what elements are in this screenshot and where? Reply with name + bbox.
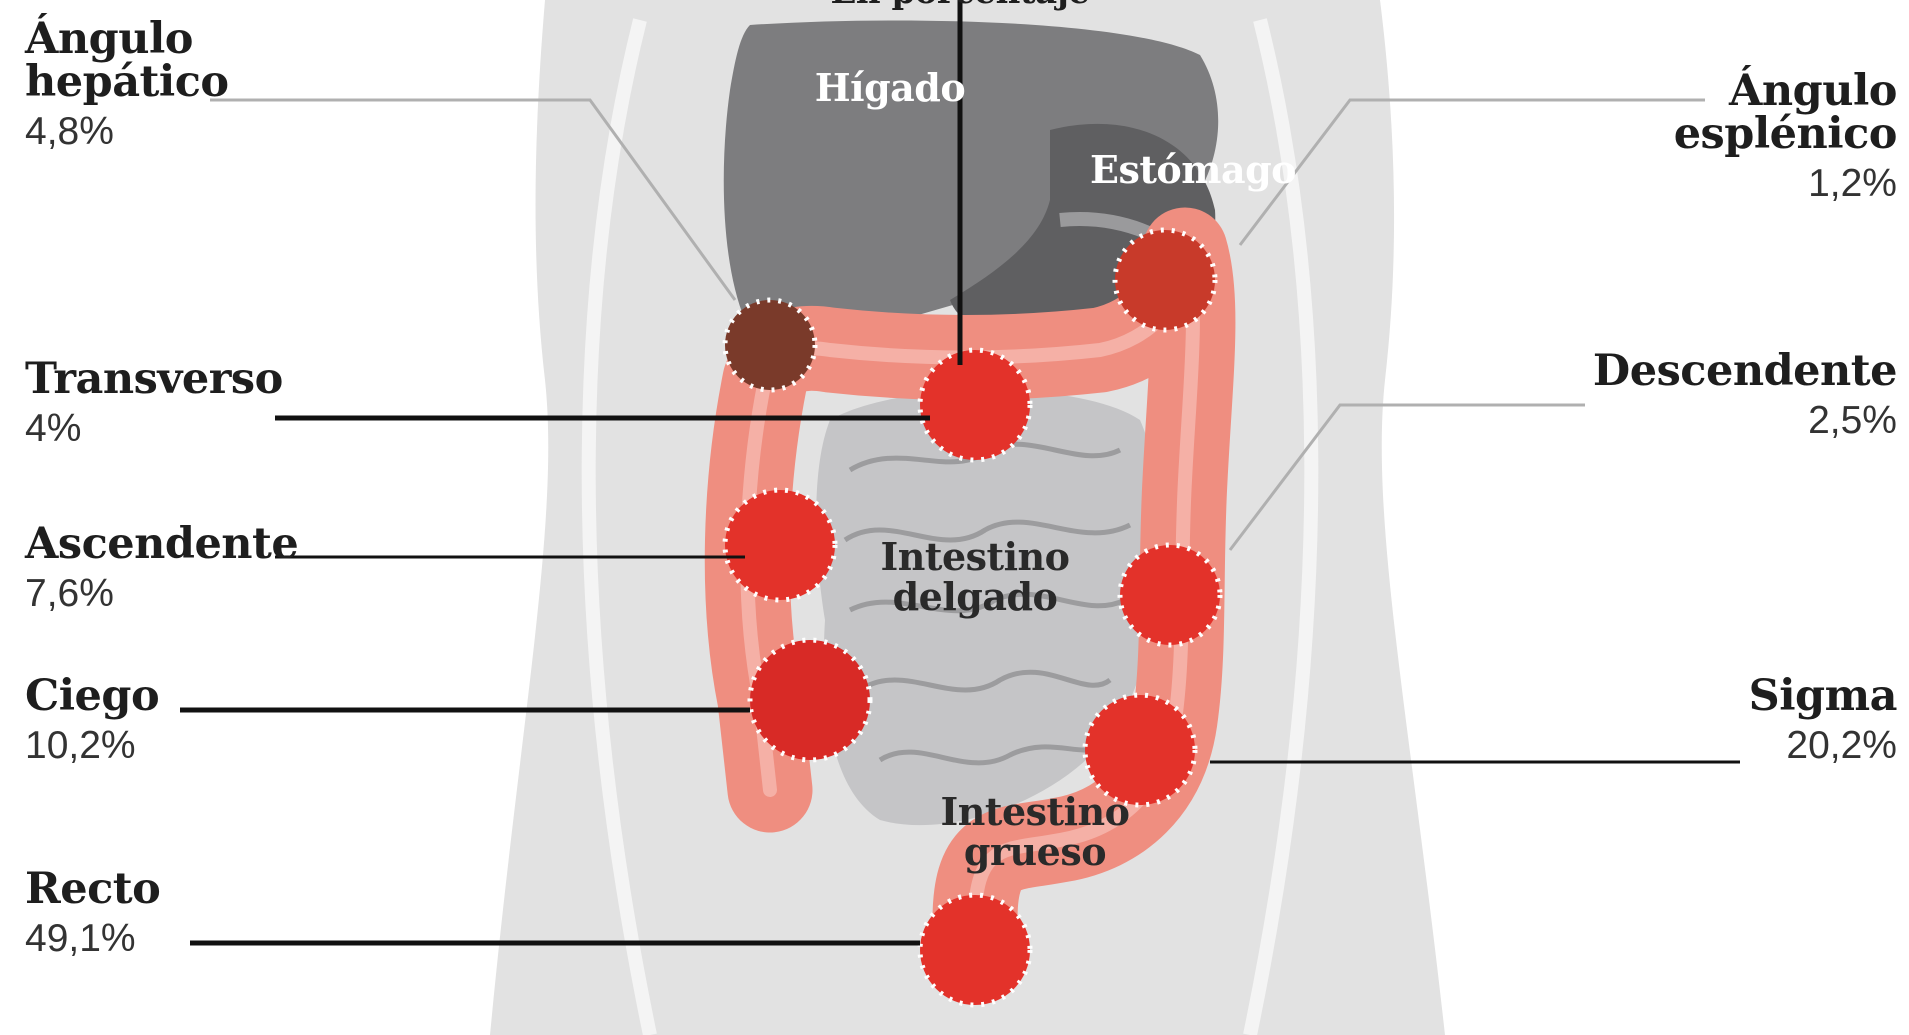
- transverse-pct: 4%: [25, 409, 283, 448]
- small-intestine-label: Intestino delgado: [880, 537, 1070, 617]
- rectum-label: Recto 49,1%: [25, 868, 160, 958]
- descending-label: Descendente 2,5%: [1593, 350, 1897, 440]
- cecum-pct: 10,2%: [25, 726, 159, 765]
- transverse-name: Transverso: [25, 358, 283, 401]
- highlight-cecum: [750, 640, 870, 760]
- rectum-pct: 49,1%: [25, 919, 160, 958]
- splenic-angle-label: Ángulo esplénico 1,2%: [1674, 70, 1897, 203]
- hepatic-angle-name: Ángulo hepático: [25, 18, 229, 104]
- splenic-angle-name: Ángulo esplénico: [1674, 70, 1897, 156]
- highlight-splenic: [1115, 230, 1215, 330]
- ascending-name: Ascendente: [25, 523, 298, 566]
- liver-label: Hígado: [805, 68, 975, 108]
- large-intestine-label: Intestino grueso: [940, 792, 1130, 872]
- cecum-label: Ciego 10,2%: [25, 675, 159, 765]
- highlight-transverse: [920, 350, 1030, 460]
- stomach-label: Estómago: [1090, 150, 1280, 190]
- sigmoid-pct: 20,2%: [1749, 726, 1897, 765]
- hepatic-angle-label: Ángulo hepático 4,8%: [25, 18, 229, 151]
- highlight-hepatic: [725, 300, 815, 390]
- highlight-rectum: [920, 895, 1030, 1005]
- ascending-pct: 7,6%: [25, 574, 298, 613]
- top-label-text: En porcentaje: [830, 0, 1090, 9]
- sigmoid-label: Sigma 20,2%: [1749, 675, 1897, 765]
- top-label: En porcentaje: [830, 0, 1090, 9]
- descending-name: Descendente: [1593, 350, 1897, 393]
- rectum-name: Recto: [25, 868, 160, 911]
- transverse-label: Transverso 4%: [25, 358, 283, 448]
- descending-pct: 2,5%: [1593, 401, 1897, 440]
- hepatic-angle-pct: 4,8%: [25, 112, 229, 151]
- sigmoid-name: Sigma: [1749, 675, 1897, 718]
- cecum-name: Ciego: [25, 675, 159, 718]
- splenic-angle-pct: 1,2%: [1674, 164, 1897, 203]
- highlight-descending: [1120, 545, 1220, 645]
- highlight-ascending: [725, 490, 835, 600]
- ascending-label: Ascendente 7,6%: [25, 523, 298, 613]
